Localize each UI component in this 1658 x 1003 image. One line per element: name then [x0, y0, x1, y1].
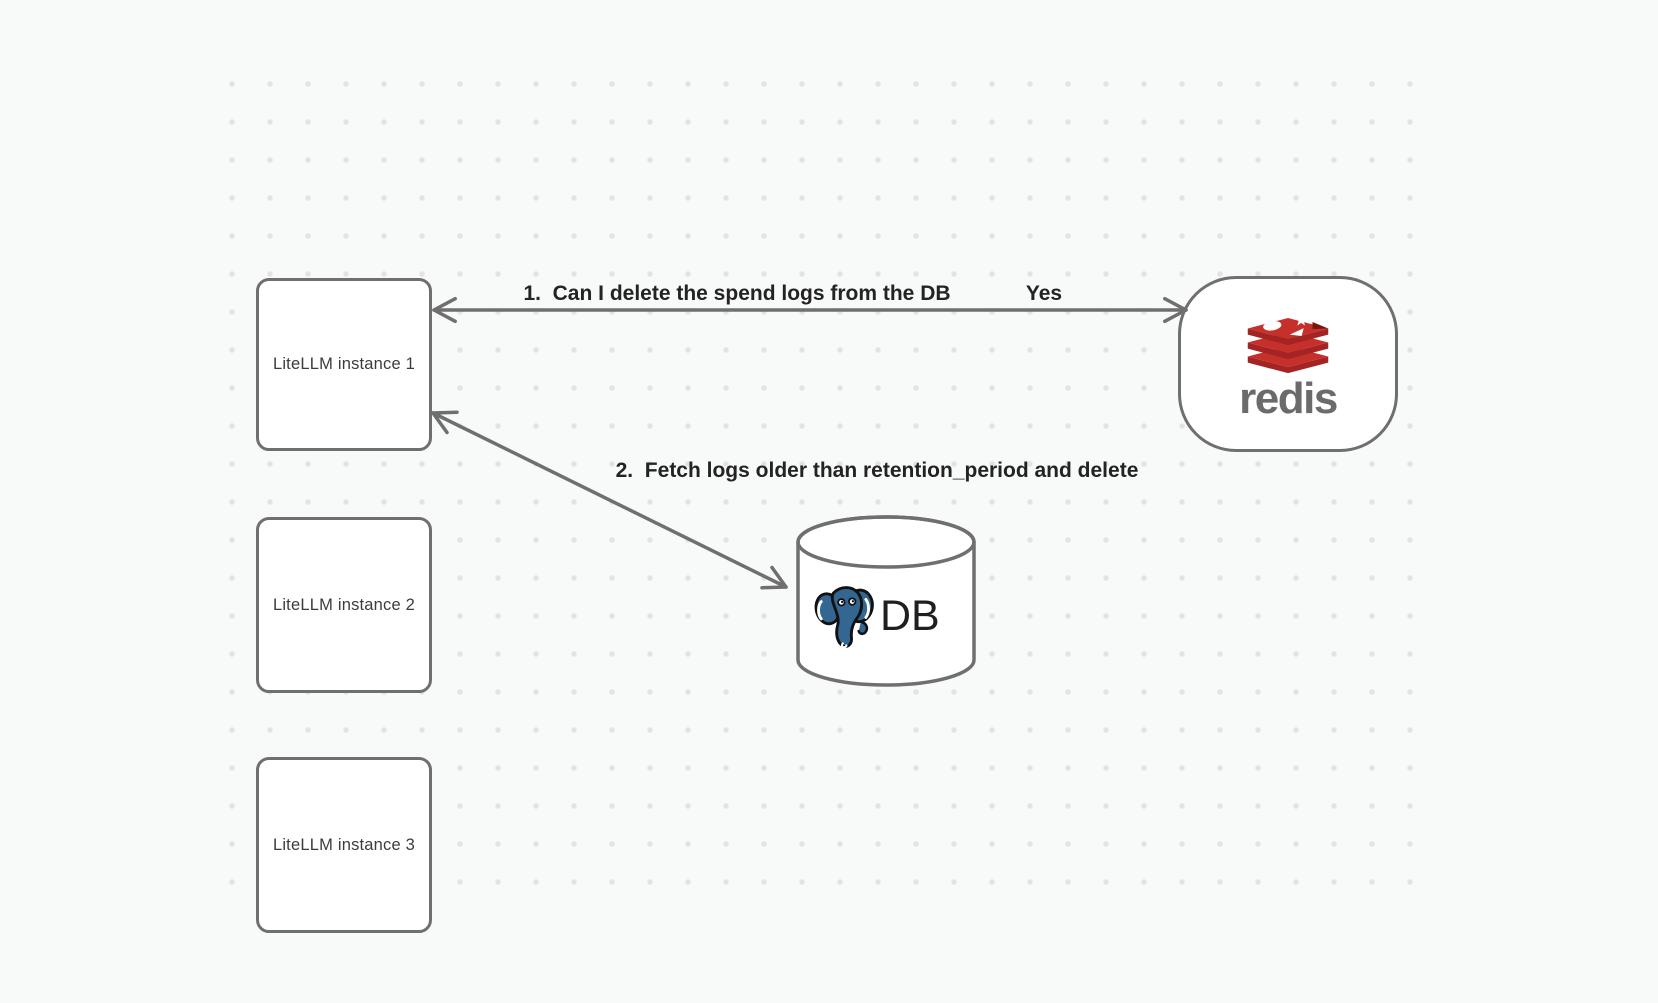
redis-wordmark: redis: [1239, 373, 1338, 423]
node-db[interactable]: DB: [794, 514, 978, 688]
redis-logo-icon: [1247, 313, 1329, 374]
node-litellm-instance-1-label: LiteLLM instance 1: [272, 355, 416, 373]
arrow1-response-label[interactable]: Yes: [1025, 282, 1063, 305]
arrow1-label[interactable]: 1. Can I delete the spend logs from the …: [523, 282, 951, 305]
node-litellm-instance-3[interactable]: LiteLLM instance 3: [256, 757, 432, 933]
node-litellm-instance-2-label: LiteLLM instance 2: [272, 595, 416, 614]
postgresql-logo-icon: [814, 586, 874, 649]
arrow2-label[interactable]: 2. Fetch logs older than retention_perio…: [615, 459, 1139, 482]
node-redis[interactable]: redis: [1178, 276, 1398, 452]
db-label: DB: [880, 591, 940, 640]
node-litellm-instance-3-label: LiteLLM instance 3: [272, 835, 416, 854]
node-litellm-instance-1[interactable]: LiteLLM instance 1: [256, 278, 432, 451]
node-litellm-instance-2[interactable]: LiteLLM instance 2: [256, 517, 432, 693]
